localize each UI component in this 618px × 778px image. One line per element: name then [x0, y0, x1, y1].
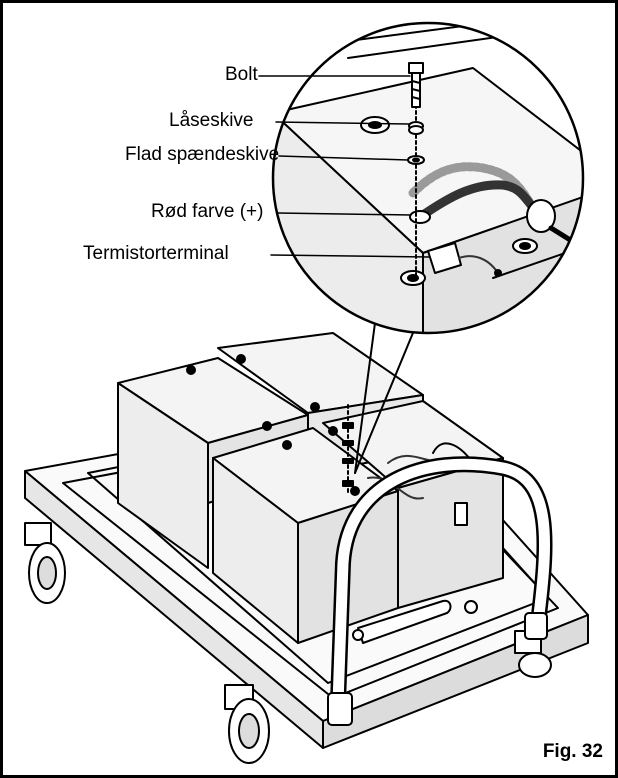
hold-down-bar — [352, 599, 478, 644]
terminal-stack-detail — [342, 404, 354, 494]
caster-front — [224, 684, 270, 764]
label-red-positive: Rød farve (+) — [151, 201, 264, 222]
lock-washer-part — [408, 121, 424, 135]
magnifier-pointer — [354, 322, 416, 474]
bolt-part — [408, 62, 424, 108]
flat-washer-part — [407, 155, 425, 165]
label-flat-washer: Flad spændeskive — [125, 144, 280, 165]
cart-handle — [327, 456, 553, 726]
caster-right — [514, 630, 552, 678]
label-lock-washer: Låseskive — [169, 110, 254, 131]
caster-front-left — [24, 522, 66, 604]
magnified-detail — [271, 21, 585, 335]
leader-lines — [258, 75, 430, 258]
label-bolt: Bolt — [225, 64, 258, 85]
label-thermistor-terminal: Termistorterminal — [83, 243, 229, 264]
battery-front — [212, 427, 399, 644]
figure-number: Fig. 32 — [542, 741, 603, 762]
battery-cables — [367, 442, 474, 526]
battery-cart-illustration — [24, 21, 589, 764]
